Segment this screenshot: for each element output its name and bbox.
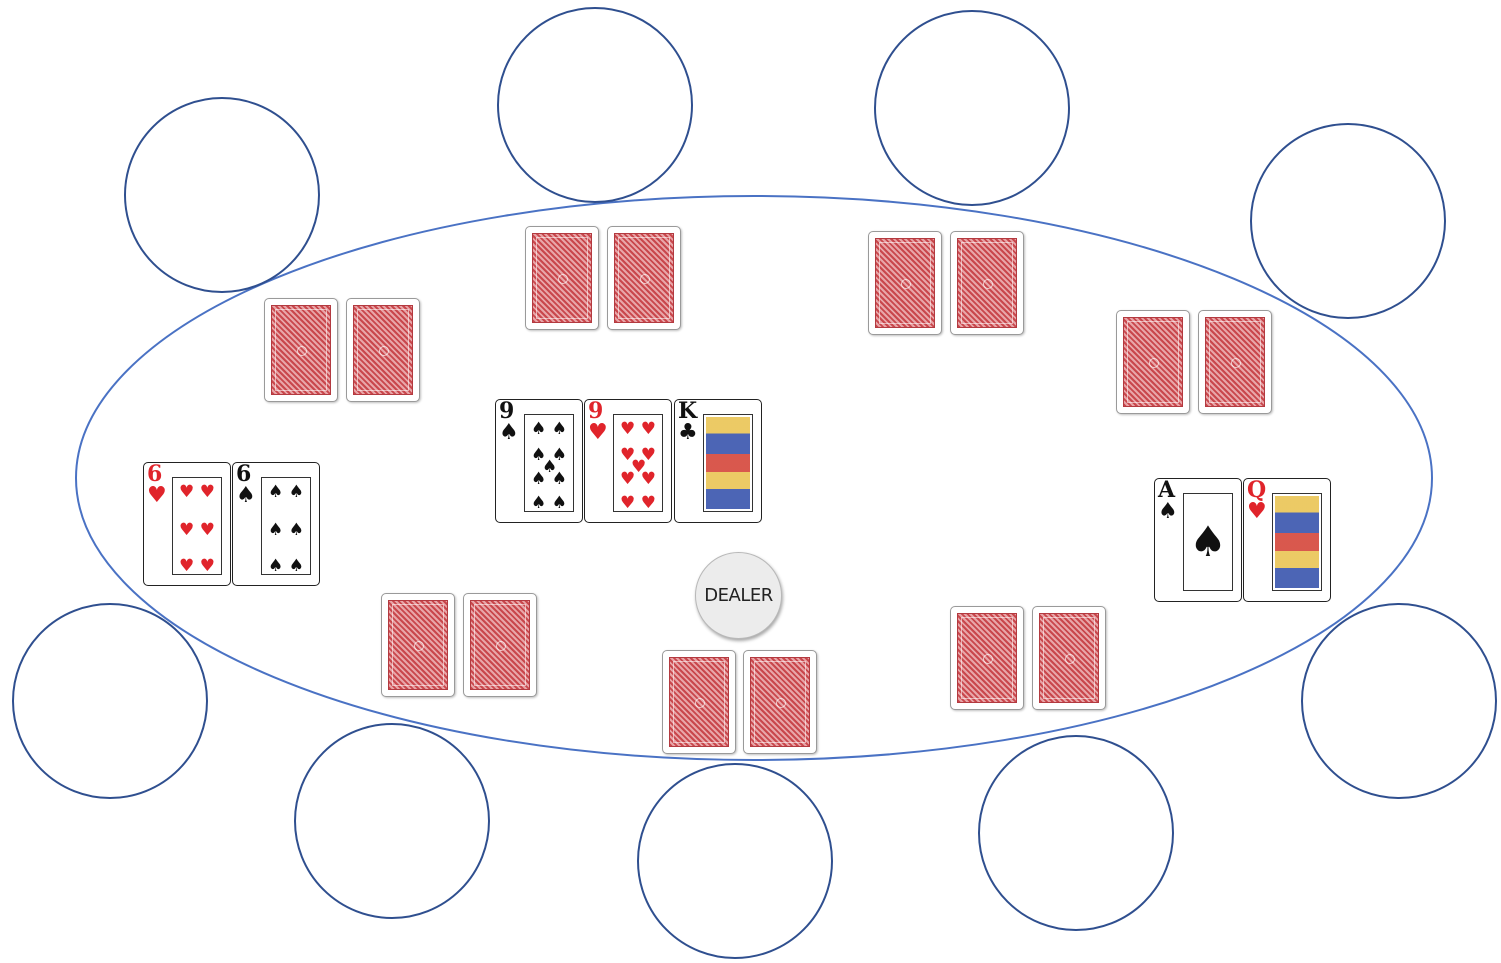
- spade-icon: ♠: [499, 422, 519, 444]
- heart-icon: ♥: [588, 422, 608, 444]
- card-rank: 6: [236, 463, 251, 485]
- card-back: [950, 231, 1024, 335]
- dealer-button: DEALER: [695, 552, 782, 639]
- card-back: [264, 298, 338, 402]
- seat-7[interactable]: [637, 763, 833, 959]
- community-card-2: 9 ♥ ♥♥ ♥♥ ♥ ♥♥ ♥♥: [584, 399, 672, 523]
- large-spade-icon: ♠: [1189, 521, 1227, 563]
- card-back: [662, 650, 736, 754]
- card-back: [525, 226, 599, 330]
- spade-icon: ♠: [236, 485, 256, 507]
- king-court-figure: [703, 414, 753, 512]
- card-back: [743, 650, 817, 754]
- card-back: [950, 606, 1024, 710]
- card-back: [346, 298, 420, 402]
- card-back: [1032, 606, 1106, 710]
- heart-icon: ♥: [1247, 501, 1267, 523]
- card-back: [463, 593, 537, 697]
- seat-9[interactable]: [12, 603, 208, 799]
- card-rank: 9: [588, 400, 603, 422]
- right-hand-card-2: Q ♥: [1243, 478, 1331, 602]
- seat-3[interactable]: [874, 10, 1070, 206]
- card-back: [868, 231, 942, 335]
- seat-4[interactable]: [1250, 123, 1446, 319]
- seat-6[interactable]: [978, 735, 1174, 931]
- card-rank: 6: [147, 463, 162, 485]
- card-back: [607, 226, 681, 330]
- seat-1[interactable]: [124, 97, 320, 293]
- seat-8[interactable]: [294, 723, 490, 919]
- card-rank: K: [678, 400, 697, 422]
- club-icon: ♣: [678, 422, 698, 444]
- card-back: [1116, 310, 1190, 414]
- queen-court-figure: [1272, 493, 1322, 591]
- community-card-3: K ♣: [674, 399, 762, 523]
- spade-icon: ♠: [1158, 501, 1178, 523]
- left-hand-card-2: 6 ♠ ♠♠ ♠♠ ♠♠: [232, 462, 320, 586]
- card-back: [381, 593, 455, 697]
- seat-5[interactable]: [1301, 603, 1497, 799]
- card-rank: Q: [1247, 479, 1266, 501]
- seat-2[interactable]: [497, 7, 693, 203]
- heart-icon: ♥: [147, 485, 167, 507]
- left-hand-card-1: 6 ♥ ♥♥ ♥♥ ♥♥: [143, 462, 231, 586]
- community-card-1: 9 ♠ ♠♠ ♠♠ ♠ ♠♠ ♠♠: [495, 399, 583, 523]
- card-back: [1198, 310, 1272, 414]
- card-rank: 9: [499, 400, 514, 422]
- right-hand-card-1: A ♠ ♠: [1154, 478, 1242, 602]
- card-rank: A: [1158, 479, 1175, 501]
